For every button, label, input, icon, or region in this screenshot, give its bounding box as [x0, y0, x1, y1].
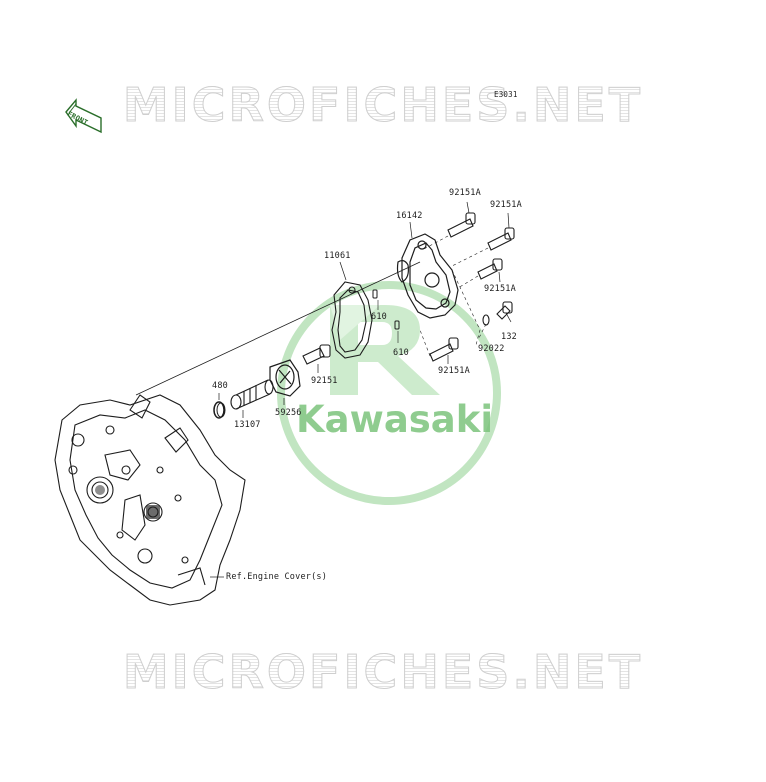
part-label-132[interactable]: 132 — [501, 332, 517, 342]
seal-480-drawing — [213, 393, 226, 419]
kawasaki-brand-watermark: Kawasaki — [296, 398, 494, 441]
part-label-92022[interactable]: 92022 — [478, 344, 505, 354]
part-label-92151A-right[interactable]: 92151A — [490, 200, 522, 210]
watermark-text-bottom: MICROFICHES.NET — [0, 645, 766, 700]
part-label-610-b[interactable]: 610 — [393, 348, 409, 358]
front-arrow-icon — [65, 98, 102, 134]
part-label-16142[interactable]: 16142 — [396, 211, 423, 221]
engine-cover-drawing — [54, 394, 246, 606]
washer-bolt-drawing — [482, 301, 513, 326]
part-label-92151A-mid[interactable]: 92151A — [484, 284, 516, 294]
ref-engine-cover-note[interactable]: Ref.Engine Cover(s) — [226, 572, 328, 582]
part-label-13107[interactable]: 13107 — [234, 420, 261, 430]
dowel-pins-610-drawing — [372, 289, 400, 343]
impeller-59256-drawing — [269, 359, 301, 405]
part-label-610-a[interactable]: 610 — [371, 312, 387, 322]
part-label-92151A-top[interactable]: 92151A — [449, 188, 481, 198]
pump-cover-16142-drawing — [396, 221, 459, 319]
kawasaki-logo-watermark — [277, 281, 501, 505]
part-label-92151A-low[interactable]: 92151A — [438, 366, 470, 376]
ref-code: E3031 — [494, 90, 518, 99]
part-label-480[interactable]: 480 — [212, 381, 228, 391]
gasket-11061-drawing — [331, 261, 373, 359]
bolt-92151-drawing — [302, 344, 331, 373]
shaft-13107-drawing — [230, 379, 274, 418]
part-label-59256[interactable]: 59256 — [275, 408, 302, 418]
bolts-92151A-drawing — [429, 201, 515, 364]
watermark-text-top: MICROFICHES.NET — [0, 78, 766, 133]
part-label-92151[interactable]: 92151 — [311, 376, 338, 386]
part-label-11061[interactable]: 11061 — [324, 251, 351, 261]
